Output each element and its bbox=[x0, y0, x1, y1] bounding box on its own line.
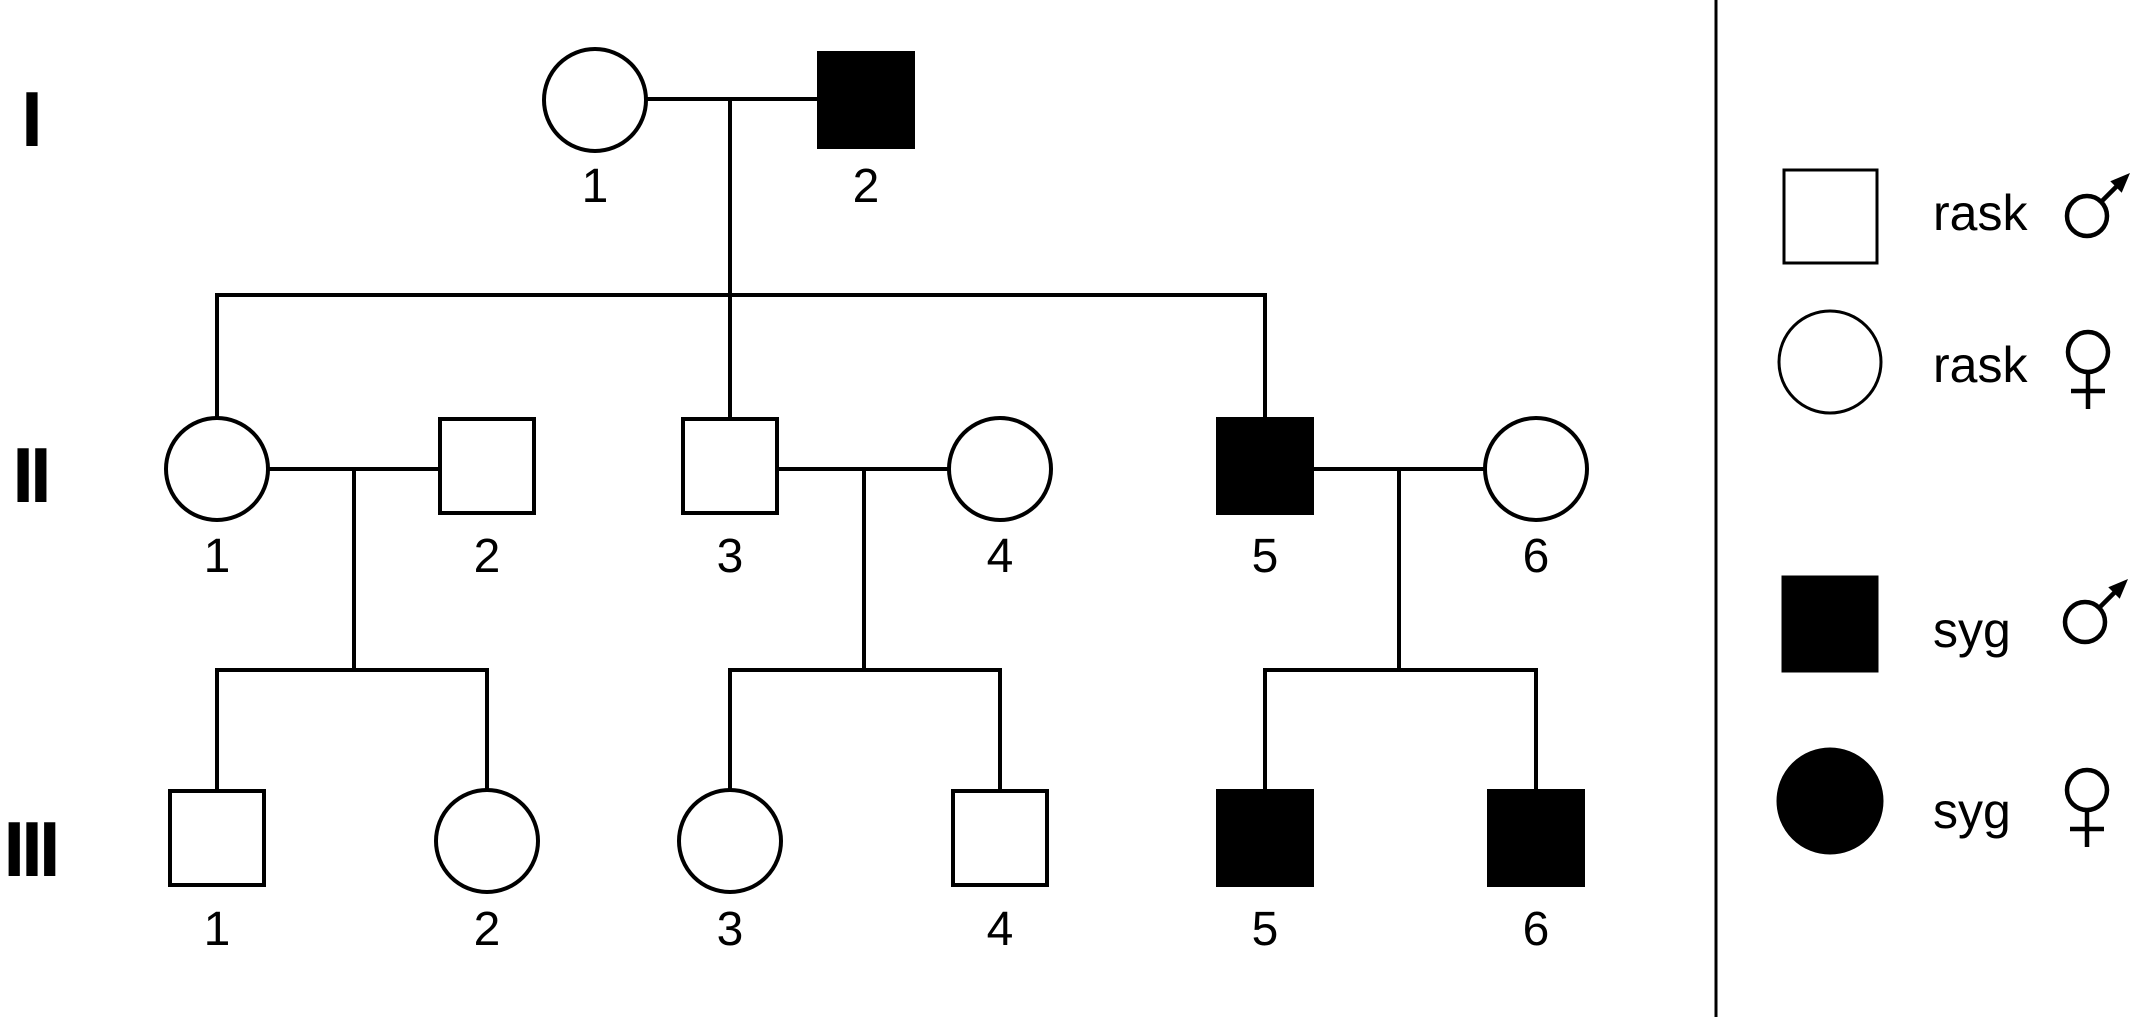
individual-II-2-number: 2 bbox=[474, 530, 501, 583]
individual-III-5-number: 5 bbox=[1252, 903, 1279, 956]
legend-square-filled bbox=[1781, 575, 1879, 673]
individual-II-6-symbol bbox=[1483, 416, 1589, 522]
legend: rask rask syg bbox=[1776, 168, 2130, 855]
connector-lines bbox=[215, 97, 1538, 792]
individual-II-1-number: 1 bbox=[204, 530, 231, 583]
individual-I-1-symbol bbox=[542, 47, 648, 153]
legend-row-affected-male: syg bbox=[1781, 575, 2128, 673]
legend-label-syg-male: syg bbox=[1933, 602, 2011, 658]
legend-square-outline bbox=[1782, 168, 1879, 265]
generation-III: 1 2 3 4 5 6 bbox=[168, 788, 1585, 956]
legend-circle-outline bbox=[1777, 309, 1883, 415]
individual-III-6-number: 6 bbox=[1523, 903, 1550, 956]
male-symbol-icon bbox=[2064, 173, 2130, 239]
generation-label-III: III bbox=[3, 805, 56, 893]
individual-III-3-number: 3 bbox=[717, 903, 744, 956]
individual-II-3-symbol bbox=[681, 417, 779, 515]
female-symbol-icon bbox=[2064, 767, 2110, 847]
individual-II-2-symbol bbox=[438, 417, 536, 515]
individual-I-2-number: 2 bbox=[853, 160, 880, 213]
individual-I-2-symbol bbox=[817, 51, 915, 149]
individual-III-3-symbol bbox=[677, 788, 783, 894]
generation-I: 1 2 bbox=[542, 47, 915, 213]
individual-III-2-symbol bbox=[434, 788, 540, 894]
generation-label-II: II bbox=[12, 431, 48, 519]
individual-II-4-number: 4 bbox=[987, 530, 1014, 583]
generation-labels: I II III bbox=[3, 75, 60, 893]
legend-row-healthy-female: rask bbox=[1777, 309, 2111, 415]
legend-row-affected-female: syg bbox=[1776, 747, 2110, 855]
individual-I-1-number: 1 bbox=[582, 160, 609, 213]
individual-III-5-symbol bbox=[1216, 789, 1314, 887]
male-symbol-icon bbox=[2062, 579, 2128, 645]
generation-label-I: I bbox=[21, 75, 39, 163]
legend-label-syg-female: syg bbox=[1933, 783, 2011, 839]
individual-II-6-number: 6 bbox=[1523, 530, 1550, 583]
legend-label-rask-female: rask bbox=[1933, 337, 2028, 393]
individual-II-1-symbol bbox=[164, 416, 270, 522]
legend-circle-filled bbox=[1776, 747, 1884, 855]
individual-III-4-number: 4 bbox=[987, 903, 1014, 956]
individual-III-2-number: 2 bbox=[474, 903, 501, 956]
individual-II-5-number: 5 bbox=[1252, 530, 1279, 583]
individual-II-5-symbol bbox=[1216, 417, 1314, 515]
individual-II-3-number: 3 bbox=[717, 530, 744, 583]
individual-III-1-number: 1 bbox=[204, 903, 231, 956]
individual-II-4-symbol bbox=[947, 416, 1053, 522]
generation-II: 1 2 3 4 5 6 bbox=[164, 416, 1589, 583]
individual-III-6-symbol bbox=[1487, 789, 1585, 887]
individual-III-1-symbol bbox=[168, 789, 266, 887]
legend-label-rask-male: rask bbox=[1933, 185, 2028, 241]
female-symbol-icon bbox=[2065, 329, 2111, 409]
individual-III-4-symbol bbox=[951, 789, 1049, 887]
legend-row-healthy-male: rask bbox=[1782, 168, 2130, 265]
